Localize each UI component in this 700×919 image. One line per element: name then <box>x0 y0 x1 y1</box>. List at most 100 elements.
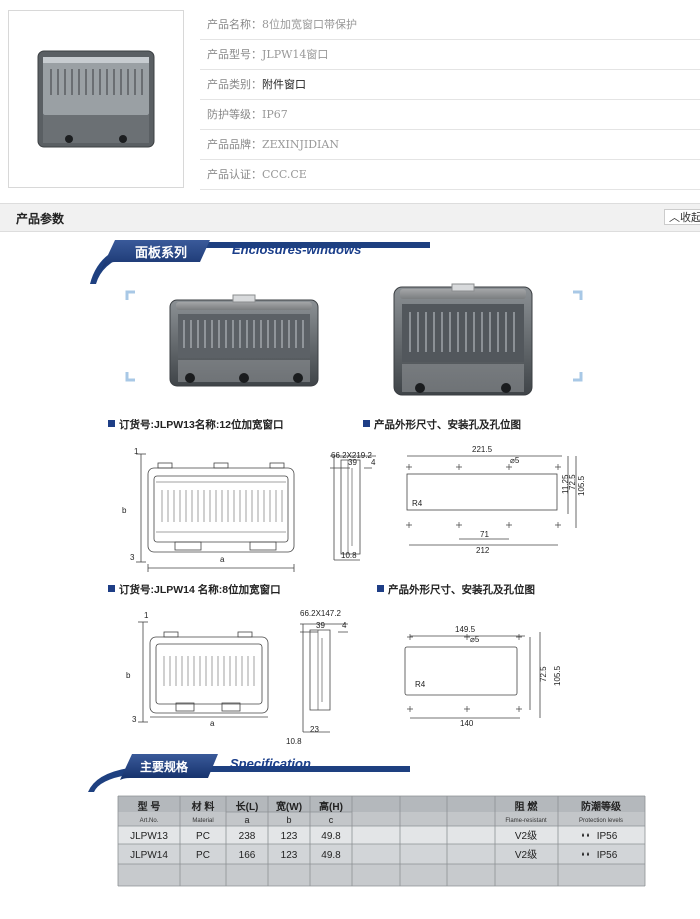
jlpw13-front-drawing <box>136 453 295 572</box>
svg-text:Art.No.: Art.No. <box>140 818 159 824</box>
svg-text:PC: PC <box>196 831 210 842</box>
svg-text:b: b <box>126 671 131 680</box>
product-photo <box>37 50 155 148</box>
water-drop-icon <box>582 833 589 837</box>
info-row-category: 产品类别：附件窗口 <box>200 70 700 100</box>
product-thumbnail[interactable] <box>8 10 184 188</box>
jlpw13-heading: 订货号:JLPW13名称:12位加宽窗口 <box>119 418 284 431</box>
svg-text:39: 39 <box>348 458 357 467</box>
info-value: 8位加宽窗口带保护 <box>262 18 357 31</box>
svg-text:a: a <box>220 555 225 564</box>
svg-text:4: 4 <box>371 458 376 467</box>
svg-text:b: b <box>286 815 291 825</box>
banner-en: Enclosures-windows <box>232 242 361 257</box>
svg-text:49.8: 49.8 <box>321 831 341 842</box>
spec-row-jlpw14: JLPW14 PC 166 123 49.8 V2级 IP56 <box>130 849 618 861</box>
svg-text:⌀5: ⌀5 <box>470 635 480 644</box>
svg-text:阻 燃: 阻 燃 <box>515 800 539 813</box>
photo-frame-brackets <box>125 290 583 382</box>
svg-text:140: 140 <box>460 719 474 728</box>
svg-text:212: 212 <box>476 546 490 555</box>
jlpw14-front-drawing <box>138 621 269 723</box>
svg-text:123: 123 <box>281 850 298 861</box>
spec-banner-en: Specification <box>230 756 311 771</box>
info-value: ZEXINJIDIAN <box>262 138 339 151</box>
product-photo-jlpw13 <box>393 283 533 396</box>
svg-text:PC: PC <box>196 850 210 861</box>
info-row-brand: 产品品牌：ZEXINJIDIAN <box>200 130 700 160</box>
info-row-name: 产品名称：8位加宽窗口带保护 <box>200 10 700 40</box>
svg-text:c: c <box>329 815 334 825</box>
jlpw14-hole-drawing <box>404 632 541 719</box>
svg-text:宽(W): 宽(W) <box>275 800 302 813</box>
svg-text:4: 4 <box>342 621 347 630</box>
svg-text:长(L): 长(L) <box>236 800 259 813</box>
svg-text:3: 3 <box>132 715 137 724</box>
params-title: 产品参数 <box>16 212 65 226</box>
product-photo-jlpw14 <box>169 294 319 387</box>
spec-row-jlpw13: JLPW13 PC 238 123 49.8 V2级 IP56 <box>130 830 618 842</box>
svg-text:66.2X147.2: 66.2X147.2 <box>300 609 341 618</box>
svg-text:Flame-resistant: Flame-resistant <box>505 818 547 824</box>
info-row-protection: 防护等级：IP67 <box>200 100 700 130</box>
svg-text:10.8: 10.8 <box>341 551 357 560</box>
svg-text:IP56: IP56 <box>597 850 618 861</box>
svg-text:49.8: 49.8 <box>321 850 341 861</box>
svg-text:166: 166 <box>239 850 256 861</box>
svg-text:221.5: 221.5 <box>472 445 493 454</box>
jlpw14-side-drawing <box>300 623 348 733</box>
banner-cn: 面板系列 <box>135 245 187 260</box>
info-row-model: 产品型号：JLPW14窗口 <box>200 40 700 70</box>
svg-text:a: a <box>244 815 249 825</box>
svg-text:a: a <box>210 719 215 728</box>
dims-heading-1: 产品外形尺寸、安装孔及孔位图 <box>374 418 521 431</box>
product-info-table: 产品名称：8位加宽窗口带保护 产品型号：JLPW14窗口 产品类别：附件窗口 防… <box>200 10 700 190</box>
svg-text:149.5: 149.5 <box>455 625 476 634</box>
svg-text:型 号: 型 号 <box>138 800 161 813</box>
svg-text:72.5: 72.5 <box>568 474 577 490</box>
svg-text:R4: R4 <box>412 499 423 508</box>
svg-text:V2级: V2级 <box>515 849 537 861</box>
svg-text:10.8: 10.8 <box>286 737 302 746</box>
info-value: JLPW14窗口 <box>262 48 329 61</box>
jlpw13-hole-drawing <box>406 455 577 546</box>
svg-text:V2级: V2级 <box>515 830 537 842</box>
svg-text:72.5: 72.5 <box>539 666 548 682</box>
svg-text:防潮等级: 防潮等级 <box>581 800 622 813</box>
info-row-certification: 产品认证：CCC.CE <box>200 160 700 190</box>
svg-text:JLPW14: JLPW14 <box>130 850 168 861</box>
spec-banner-cn: 主要规格 <box>140 759 189 774</box>
svg-text:Protection levels: Protection levels <box>579 818 623 824</box>
chevron-up-icon: ︿ <box>669 211 680 224</box>
jlpw13-side-drawing <box>330 455 376 561</box>
dims-heading-2: 产品外形尺寸、安装孔及孔位图 <box>388 583 535 596</box>
svg-text:⌀5: ⌀5 <box>510 456 520 465</box>
svg-text:3: 3 <box>130 553 135 562</box>
svg-text:材 料: 材 料 <box>192 800 215 813</box>
svg-text:123: 123 <box>281 831 298 842</box>
svg-text:238: 238 <box>239 831 256 842</box>
svg-text:1: 1 <box>144 611 149 620</box>
water-drop-icon <box>582 852 589 856</box>
info-value: 附件窗口 <box>262 78 306 91</box>
svg-text:23: 23 <box>310 725 319 734</box>
catalog-image: 面板系列 Enclosures-windows 订货号:JLPW13名称:12位… <box>88 240 646 887</box>
collapse-button[interactable]: ︿收起 <box>664 209 700 225</box>
svg-text:66.2X219.2: 66.2X219.2 <box>331 451 372 460</box>
spec-table: 型 号 材 料 长(L) 宽(W) 高(H) 阻 燃 防潮等级 Art.No. … <box>117 795 646 887</box>
svg-text:IP56: IP56 <box>597 831 618 842</box>
svg-text:39: 39 <box>316 621 325 630</box>
enclosures-banner: 面板系列 Enclosures-windows <box>90 240 430 284</box>
svg-text:R4: R4 <box>415 680 426 689</box>
svg-text:1: 1 <box>134 447 139 456</box>
svg-text:71: 71 <box>480 530 489 539</box>
svg-text:b: b <box>122 506 127 515</box>
svg-text:105.5: 105.5 <box>577 475 586 496</box>
svg-text:11.25: 11.25 <box>561 474 570 494</box>
svg-text:105.5: 105.5 <box>553 665 562 686</box>
info-value: IP67 <box>262 108 288 121</box>
svg-text:Material: Material <box>192 818 213 824</box>
params-section-header: 产品参数 ︿收起 <box>0 203 700 232</box>
spec-banner: 主要规格 Specification <box>88 754 410 792</box>
info-value: CCC.CE <box>262 168 307 181</box>
